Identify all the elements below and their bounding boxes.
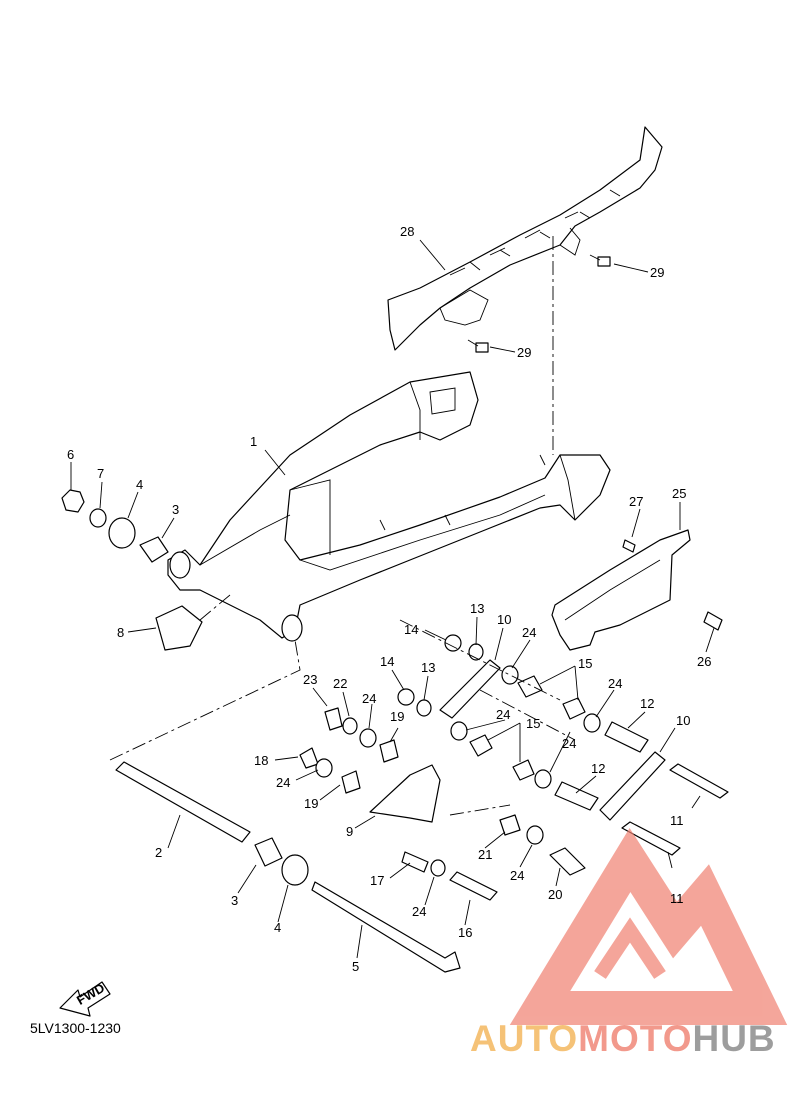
callout-21: 21: [478, 847, 492, 862]
diagram-code: 5LV1300-1230: [30, 1020, 121, 1036]
relay-linkage: [299, 619, 729, 901]
callout-leaders: [70, 239, 715, 959]
callout-10-upper: 10: [497, 612, 511, 627]
callout-11-upper: 11: [670, 813, 684, 828]
callout-26: 26: [697, 654, 711, 669]
callout-14-upper: 14: [404, 622, 418, 637]
callout-15-upper: 15: [578, 656, 592, 671]
callout-10-lower: 10: [676, 713, 690, 728]
bolt-26: [703, 611, 723, 631]
automotohub-logo-icon: [509, 827, 788, 1025]
callout-12-upper: 12: [640, 696, 654, 711]
callout-24-d: 24: [496, 707, 510, 722]
callout-24-b: 24: [608, 676, 622, 691]
callout-13-lower: 13: [421, 660, 435, 675]
callout-24-f: 24: [276, 775, 290, 790]
callout-24-h: 24: [412, 904, 426, 919]
callout-8: 8: [117, 625, 124, 640]
callout-2: 2: [155, 845, 162, 860]
callout-9: 9: [346, 824, 353, 839]
callout-13-upper: 13: [470, 601, 484, 616]
callout-24-c: 24: [362, 691, 376, 706]
chain-guide: [551, 529, 691, 651]
callout-7: 7: [97, 466, 104, 481]
callout-22: 22: [333, 676, 347, 691]
callout-19-upper: 19: [390, 709, 404, 724]
callout-3-upper: 3: [172, 502, 179, 517]
callout-4-lower: 4: [274, 920, 281, 935]
nut-27: [622, 539, 636, 553]
callout-24-a: 24: [522, 625, 536, 640]
callout-29-lower: 29: [517, 345, 531, 360]
bolt-29-upper: [589, 254, 611, 267]
fwd-arrow-icon: FWD: [59, 980, 111, 1017]
watermark-moto: MOTO: [578, 1018, 693, 1059]
pivot-left-parts: [61, 489, 203, 651]
callout-3-lower: 3: [231, 893, 238, 908]
callout-25: 25: [672, 486, 686, 501]
callout-4-upper: 4: [136, 477, 143, 492]
watermark-hub: HUB: [692, 1018, 776, 1059]
callout-16: 16: [458, 925, 472, 940]
swingarm: [167, 371, 611, 642]
callout-27: 27: [629, 494, 643, 509]
callout-5: 5: [352, 959, 359, 974]
callout-29-upper: 29: [650, 265, 664, 280]
callout-14-lower: 14: [380, 654, 394, 669]
callout-numbers: 1 2 3 3 4 4 5 6 7 8 9 10 10 11 11 12 12 …: [67, 224, 711, 974]
callout-24-e: 24: [562, 736, 576, 751]
callout-18: 18: [254, 753, 268, 768]
callout-28: 28: [400, 224, 414, 239]
pivot-shaft: [115, 761, 461, 973]
watermark-auto: AUTO: [470, 1018, 579, 1059]
callout-23: 23: [303, 672, 317, 687]
chain-case: [387, 126, 663, 351]
watermark-brand: AUTOMOTOHUB: [470, 1018, 776, 1060]
callout-1: 1: [250, 434, 257, 449]
callout-11-lower: 11: [670, 891, 684, 906]
callout-20: 20: [548, 887, 562, 902]
callout-17: 17: [370, 873, 384, 888]
callout-12-lower: 12: [591, 761, 605, 776]
callout-19-lower: 19: [304, 796, 318, 811]
callout-24-g: 24: [510, 868, 524, 883]
callout-6: 6: [67, 447, 74, 462]
bolt-29-lower: [467, 339, 489, 353]
callout-15-lower: 15: [526, 716, 540, 731]
